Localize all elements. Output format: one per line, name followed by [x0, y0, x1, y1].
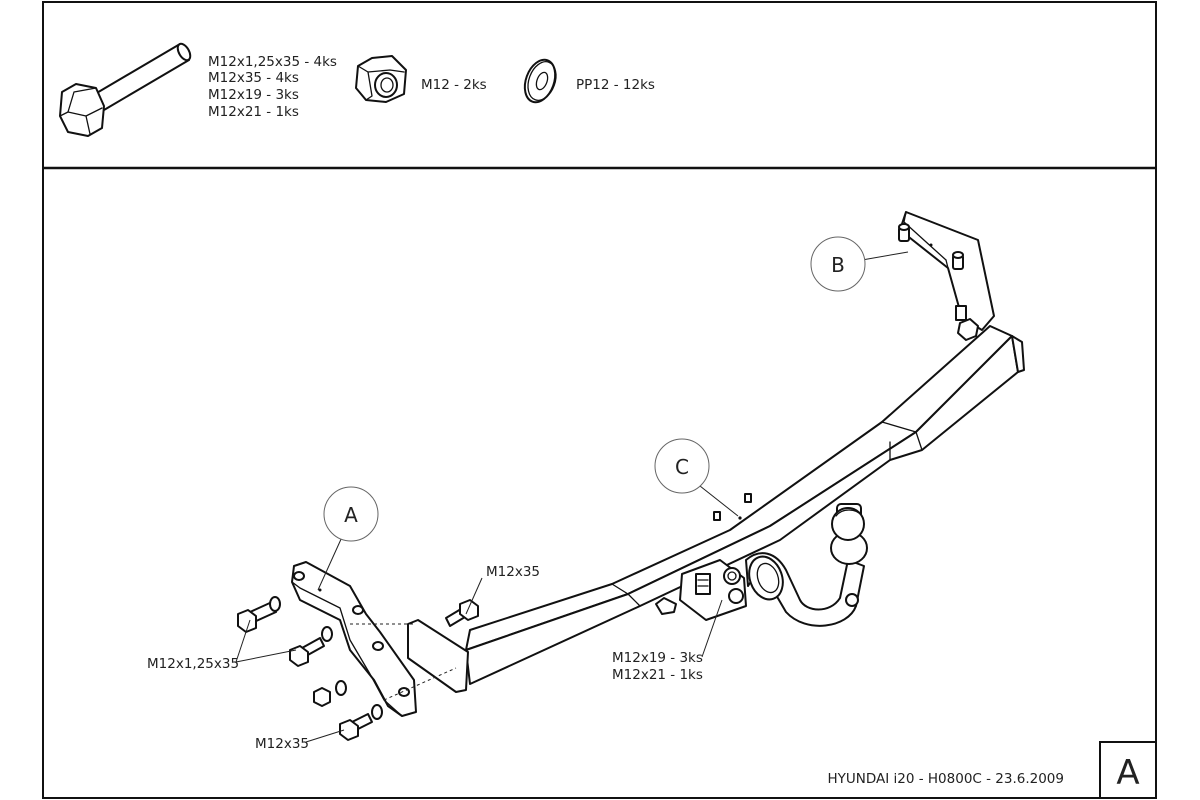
- bolt-spec-line: M12x21 - 1ks: [208, 104, 299, 120]
- drawing-frame: [42, 1, 1157, 799]
- nut-spec: M12 - 2ks: [421, 77, 487, 93]
- stud-bolt: [952, 251, 964, 270]
- callout-label: B: [831, 253, 845, 277]
- fastener-set: [237, 596, 479, 741]
- callout-a: A: [323, 486, 379, 542]
- hardware-list: M12x1,25x35 - 4ks M12x35 - 4ks M12x19 - …: [59, 42, 655, 137]
- annotation-m12x35: M12x35: [486, 564, 540, 580]
- annotation-m12x125x35: M12x1,25x35: [147, 656, 239, 672]
- washer-spec: PP12 - 12ks: [576, 77, 655, 93]
- stud-bolt: [898, 223, 910, 242]
- hex-bolt-icon: [59, 42, 192, 137]
- hex-bolt-icon: [445, 599, 479, 627]
- washer-icon: [371, 704, 383, 720]
- washer-icon: [523, 58, 557, 104]
- bolt-spec-line: M12x1,25x35 - 4ks: [208, 54, 337, 70]
- washer-icon: [321, 626, 333, 642]
- bolt-spec-line: M12x35 - 4ks: [208, 70, 299, 86]
- hex-nut-icon: [313, 687, 331, 707]
- bracket-a: [291, 561, 417, 717]
- hex-nut-icon: [355, 55, 407, 103]
- svg-text:M12x19 - 3ks M12x21 - 1ks: M12x19 - 3ks M12x21 - 1ks: [612, 650, 707, 683]
- washer-icon: [269, 596, 281, 612]
- bolt-spec-line: M12x19 - 3ks: [208, 87, 299, 103]
- washer-icon: [335, 680, 347, 696]
- callout-c: C: [654, 438, 710, 494]
- leader-lines: [235, 251, 909, 743]
- drawing-caption: HYUNDAI i20 - H0800C - 23.6.2009: [827, 771, 1064, 787]
- title-block: HYUNDAI i20 - H0800C - 23.6.2009 A: [827, 741, 1156, 798]
- sheet-letter: A: [1116, 753, 1139, 793]
- hex-bolt-icon: [289, 637, 325, 667]
- annotation-m12x19: M12x19 - 3ks: [612, 650, 703, 666]
- callout-label: A: [344, 503, 358, 527]
- annotation-m12x35: M12x35: [255, 736, 309, 752]
- svg-text:M12x1,25x35 - 4ks M12x35: M12x1,25x35 - 4ks M12x35 - 4ks M12x19 - …: [208, 54, 341, 120]
- bracket-b: [898, 211, 995, 341]
- hex-bolt-icon: [339, 713, 373, 741]
- callout-b: B: [810, 236, 866, 292]
- annotation-m12x21: M12x21 - 1ks: [612, 667, 703, 683]
- main-crossbeam: [407, 325, 1025, 693]
- callout-label: C: [675, 455, 689, 479]
- tow-ball-assembly: [655, 503, 868, 627]
